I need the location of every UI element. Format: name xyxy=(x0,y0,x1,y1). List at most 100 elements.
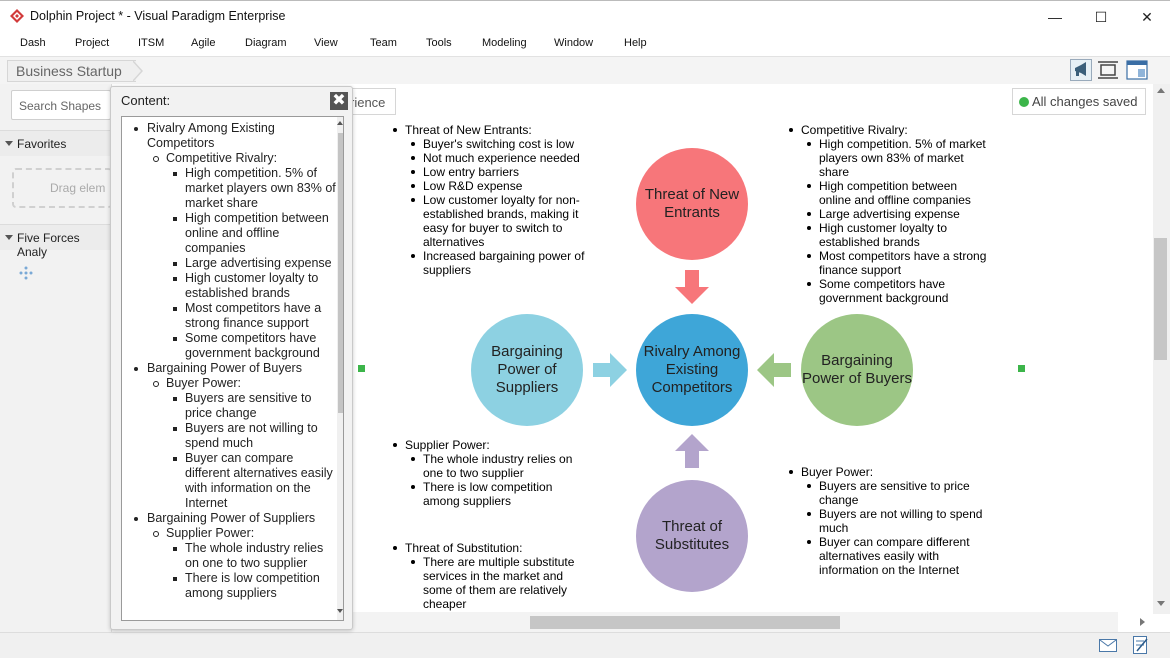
minimize-button[interactable]: — xyxy=(1032,1,1078,33)
menu-window[interactable]: Window xyxy=(554,37,594,49)
horizontal-scroll-thumb[interactable] xyxy=(530,616,840,629)
scroll-down-icon[interactable] xyxy=(337,609,343,613)
list-item: Not much experience needed xyxy=(409,151,591,165)
list-item: High competition between online and offl… xyxy=(805,179,987,207)
list-item: Some competitors have government backgro… xyxy=(805,277,987,305)
favorites-section[interactable]: Favorites xyxy=(0,130,112,156)
list-item[interactable]: The whole industry relies on one to two … xyxy=(122,541,336,571)
close-window-button[interactable]: ✕ xyxy=(1124,1,1170,33)
caret-down-icon xyxy=(5,235,13,240)
menu-project[interactable]: Project xyxy=(75,37,110,49)
list-item[interactable]: Some competitors have government backgro… xyxy=(122,331,336,361)
scroll-right-icon[interactable] xyxy=(1140,618,1145,626)
close-icon: ✖ xyxy=(332,92,346,109)
list-item: Buyers are sensitive to price change xyxy=(805,479,987,507)
list-item[interactable]: Large advertising expense xyxy=(122,256,336,271)
buyer-power-shape[interactable]: Bargaining Power of Buyers xyxy=(801,314,913,426)
list-item: High customer loyalty to established bra… xyxy=(805,221,987,249)
list-item[interactable]: Buyer Power: xyxy=(122,376,336,391)
scroll-down-icon[interactable] xyxy=(1157,601,1165,606)
breadcrumb[interactable]: Business Startup xyxy=(7,60,136,82)
panel-layout-icon[interactable] xyxy=(1126,59,1148,81)
list-item: There are multiple substitute services i… xyxy=(409,555,591,611)
vertical-scroll-thumb[interactable] xyxy=(1154,238,1167,360)
menu-team[interactable]: Team xyxy=(370,37,397,49)
popup-close-button[interactable]: ✖ xyxy=(330,92,348,110)
caret-down-icon xyxy=(5,141,13,146)
announcement-icon[interactable] xyxy=(1070,59,1092,81)
list-item[interactable]: There is low competition among suppliers xyxy=(122,571,336,601)
threat-of-new-entrants-shape[interactable]: Threat of New Entrants xyxy=(636,148,748,260)
maximize-icon: ☐ xyxy=(1094,8,1108,25)
menu-help[interactable]: Help xyxy=(624,37,647,49)
list-item: Buyer Power: Buyers are sensitive to pri… xyxy=(787,465,987,577)
popup-scroll-thumb[interactable] xyxy=(338,133,343,413)
list-item[interactable]: High customer loyalty to established bra… xyxy=(122,271,336,301)
favorites-label: Favorites xyxy=(17,137,67,151)
menu-diagram[interactable]: Diagram xyxy=(245,37,287,49)
maximize-button[interactable]: ☐ xyxy=(1078,1,1124,33)
popup-title: Content: xyxy=(121,93,171,108)
minimize-icon: — xyxy=(1048,9,1062,25)
diagram-tab[interactable]: rience xyxy=(350,88,396,115)
supplier-power-shape[interactable]: Bargaining Power of Suppliers xyxy=(471,314,583,426)
buyer-notes[interactable]: Buyer Power: Buyers are sensitive to pri… xyxy=(787,465,987,577)
menu-view[interactable]: View xyxy=(314,37,338,49)
menu-modeling[interactable]: Modeling xyxy=(482,37,527,49)
supplier-notes[interactable]: Supplier Power: The whole industry relie… xyxy=(391,438,591,508)
list-item[interactable]: Bargaining Power of Buyers xyxy=(122,361,336,376)
list-item: Competitive Rivalry: High competition. 5… xyxy=(787,123,987,305)
arrow-down-icon xyxy=(675,270,709,304)
arrow-right-icon xyxy=(593,353,627,387)
list-item[interactable]: High competition between online and offl… xyxy=(122,211,336,256)
menu-itsm[interactable]: ITSM xyxy=(138,37,165,49)
list-item[interactable]: High competition. 5% of market players o… xyxy=(122,166,336,211)
list-item[interactable]: Buyer can compare different alternatives… xyxy=(122,451,336,511)
selection-handle[interactable] xyxy=(1018,365,1025,372)
new-entrants-notes[interactable]: Threat of New Entrants: Buyer's switchin… xyxy=(391,123,591,277)
save-status: All changes saved xyxy=(1012,88,1146,115)
scroll-up-icon[interactable] xyxy=(337,121,343,125)
rivalry-notes[interactable]: Competitive Rivalry: High competition. 5… xyxy=(787,123,987,305)
notes-icon[interactable] xyxy=(1133,636,1149,654)
close-icon: ✕ xyxy=(1141,8,1153,25)
window-title: Dolphin Project * - Visual Paradigm Ente… xyxy=(30,9,286,23)
list-item: Buyer's switching cost is low xyxy=(409,137,591,151)
menu-tools[interactable]: Tools xyxy=(426,37,452,49)
scroll-up-icon[interactable] xyxy=(1157,88,1165,93)
content-outline[interactable]: Rivalry Among Existing Competitors Compe… xyxy=(121,116,344,621)
force-arrows xyxy=(593,270,791,468)
list-item[interactable]: Rivalry Among Existing Competitors xyxy=(122,121,336,151)
drag-drop-zone[interactable]: Drag elem xyxy=(12,168,112,208)
save-status-text: All changes saved xyxy=(1032,94,1138,109)
list-item[interactable]: Competitive Rivalry: xyxy=(122,151,336,166)
fit-to-screen-icon[interactable] xyxy=(1097,59,1119,81)
breadcrumb-bar: Business Startup xyxy=(0,56,1170,84)
mail-icon[interactable] xyxy=(1099,639,1117,652)
substitution-notes[interactable]: Threat of Substitution: There are multip… xyxy=(391,541,591,611)
visual-paradigm-logo-icon xyxy=(10,9,24,23)
list-item[interactable]: Bargaining Power of Suppliers xyxy=(122,511,336,526)
list-item[interactable]: Buyers are sensitive to price change xyxy=(122,391,336,421)
selection-handle[interactable] xyxy=(358,365,365,372)
rivalry-shape[interactable]: Rivalry Among Existing Competitors xyxy=(636,314,748,426)
status-bar xyxy=(0,632,1170,658)
five-forces-label: Five Forces Analy xyxy=(17,231,80,259)
threat-of-substitutes-shape[interactable]: Threat of Substitutes xyxy=(636,480,748,592)
move-shape-icon[interactable] xyxy=(19,266,33,280)
list-item: Most competitors have a strong finance s… xyxy=(805,249,987,277)
list-item[interactable]: Most competitors have a strong finance s… xyxy=(122,301,336,331)
five-forces-section[interactable]: Five Forces Analy xyxy=(0,224,112,259)
saved-status-dot-icon xyxy=(1019,97,1029,107)
menu-agile[interactable]: Agile xyxy=(191,37,216,49)
list-item[interactable]: Supplier Power: xyxy=(122,526,336,541)
list-item: Low entry barriers xyxy=(409,165,591,179)
list-item: Threat of New Entrants: Buyer's switchin… xyxy=(391,123,591,277)
list-item: Buyers are not willing to spend much xyxy=(805,507,987,535)
breadcrumb-chevron-icon xyxy=(132,60,143,82)
list-item: Low customer loyalty for non-established… xyxy=(409,193,591,249)
menu-dash[interactable]: Dash xyxy=(20,37,46,49)
search-shapes-input[interactable]: Search Shapes xyxy=(11,90,111,120)
list-item: Large advertising expense xyxy=(805,207,987,221)
list-item[interactable]: Buyers are not willing to spend much xyxy=(122,421,336,451)
